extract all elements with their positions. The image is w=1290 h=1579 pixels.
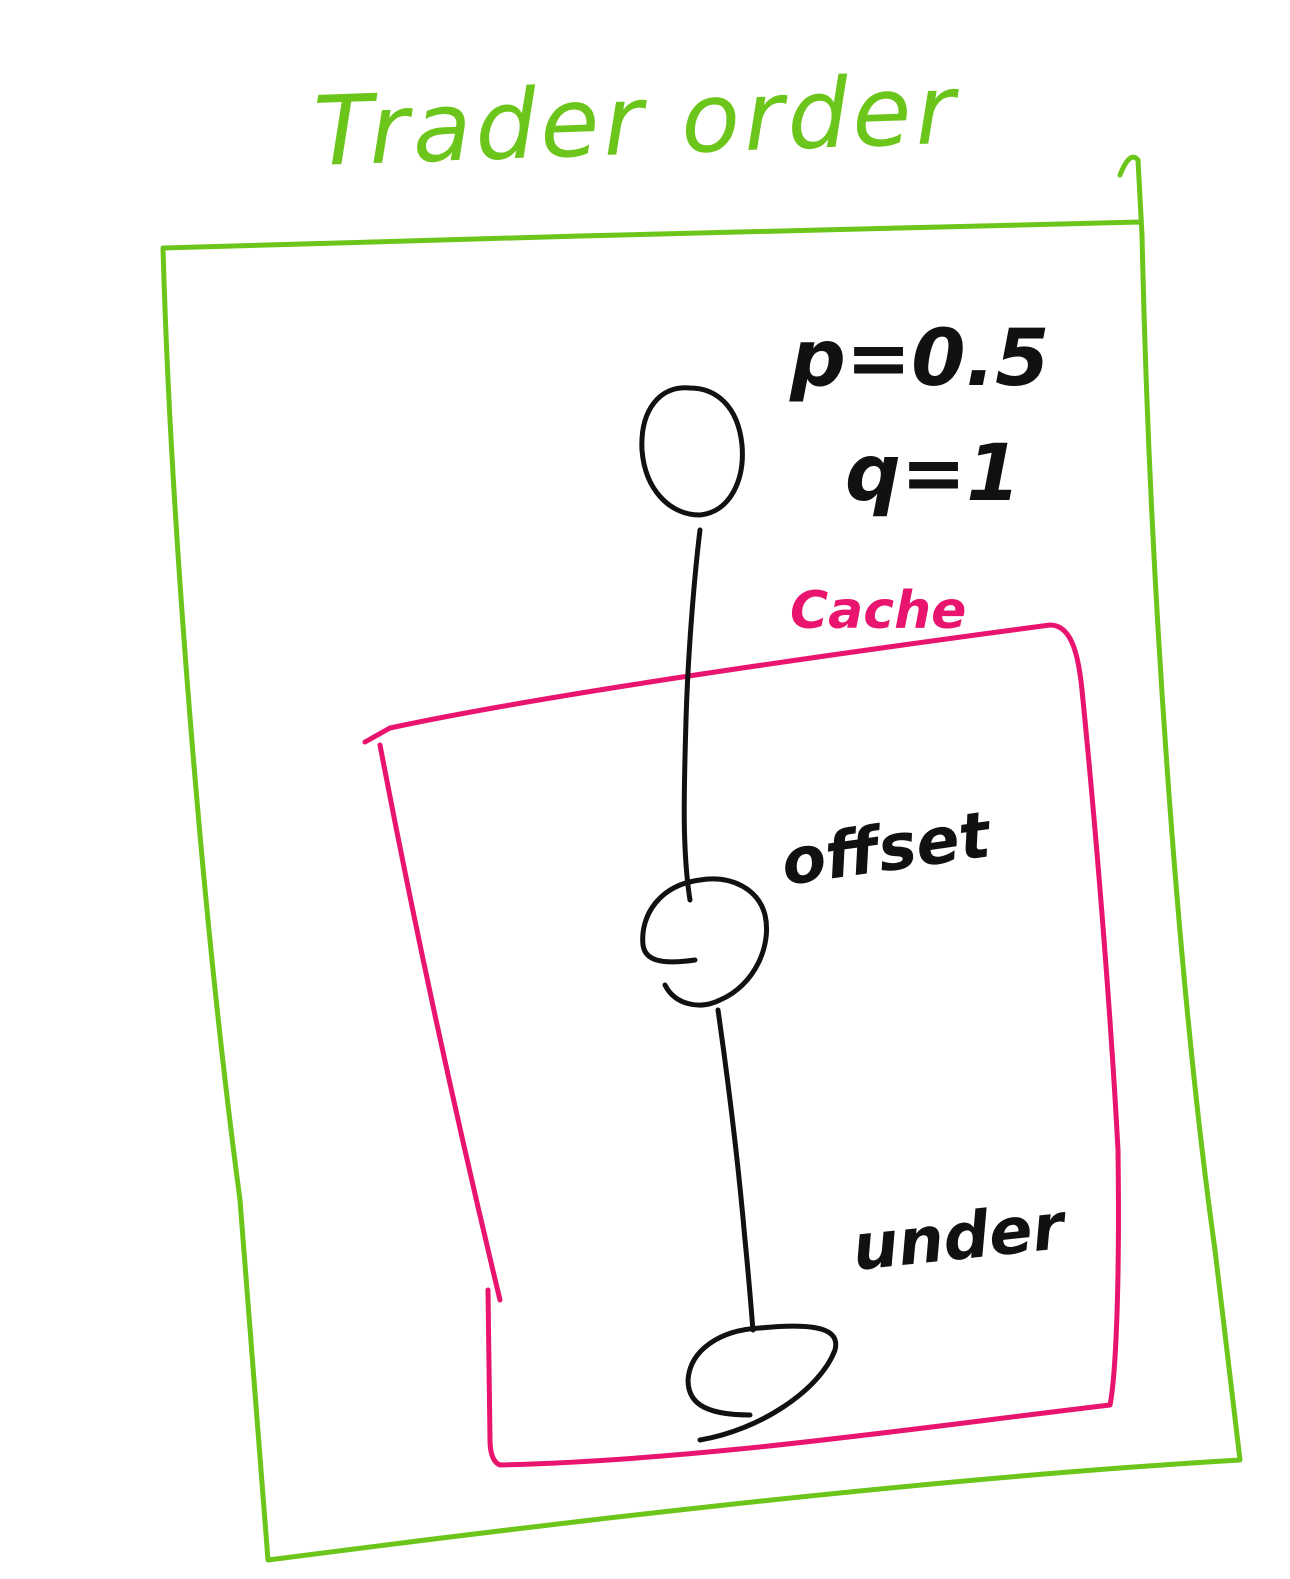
outer-frame: [160, 154, 1243, 1563]
node-bottom: [685, 1323, 839, 1443]
node-label-under: under: [849, 1190, 1071, 1286]
cache-label: Cache: [790, 581, 966, 641]
param-q-label: q=1: [845, 429, 1020, 519]
edge-middle-to-bottom: [715, 1007, 756, 1333]
param-p-label: p=0.5: [789, 314, 1049, 404]
edge-top-to-middle: [681, 527, 703, 903]
node-middle: [640, 876, 769, 1008]
node-top: [639, 385, 745, 518]
cache-frame: [362, 622, 1121, 1468]
node-label-offset: offset: [777, 798, 997, 901]
diagram-title: Trader order: [312, 53, 962, 188]
